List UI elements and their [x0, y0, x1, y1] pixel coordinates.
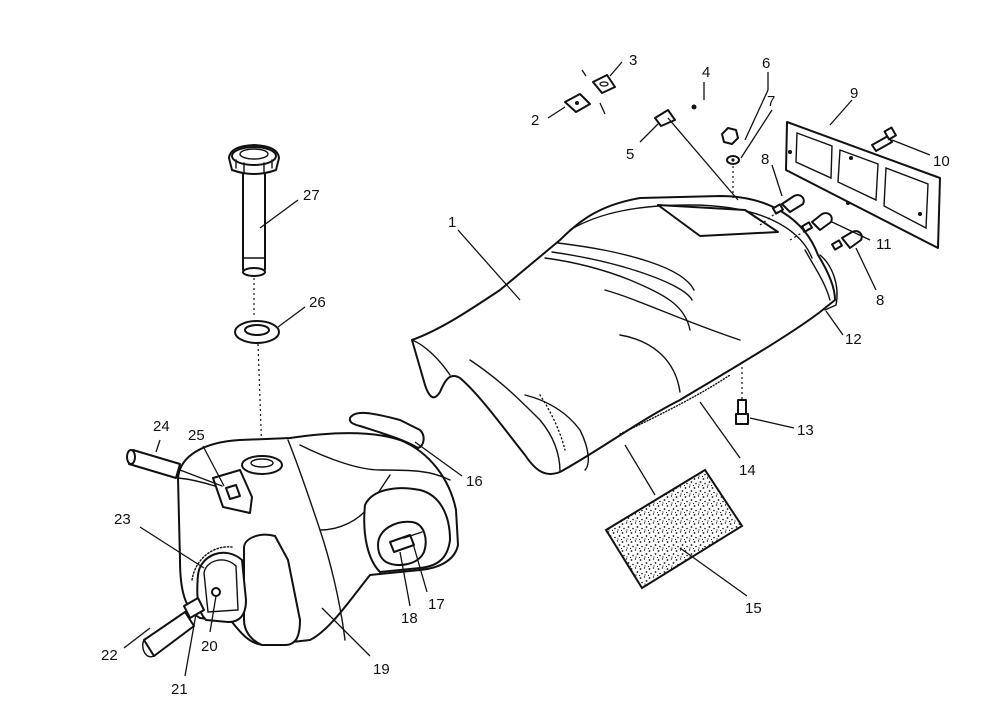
callout-15: 15	[745, 600, 762, 617]
callout-4: 4	[702, 64, 710, 81]
callout-2: 2	[531, 112, 539, 129]
callout-17: 17	[428, 596, 445, 613]
tank-strap	[348, 412, 425, 449]
callout-19: 19	[373, 661, 390, 678]
filler-grommet	[234, 320, 280, 344]
vent-hose	[126, 449, 223, 487]
callout-7: 7	[767, 93, 775, 110]
rivet-plate-3	[592, 74, 616, 94]
lens-screw	[871, 126, 897, 152]
callout-13: 13	[797, 422, 814, 439]
mounting-bolt	[735, 362, 749, 425]
bulb-upper	[772, 194, 805, 215]
fuel-gauge	[191, 546, 233, 581]
clip-5	[654, 109, 676, 127]
nut-6	[721, 127, 739, 145]
callout-6: 6	[762, 55, 770, 72]
callout-labels: 1 2 3 4 5 6 7 8 8 9 10 11 12 13 14 15 16…	[101, 52, 950, 698]
fuel-filler-neck	[228, 144, 280, 277]
callout-20: 20	[201, 638, 218, 655]
callout-12: 12	[845, 331, 862, 348]
foam-pad	[604, 468, 744, 590]
seat-base-edge	[819, 254, 838, 311]
callout-1: 1	[448, 214, 456, 231]
washer-7	[726, 155, 740, 165]
leader-lines	[123, 61, 931, 677]
callout-3: 3	[629, 52, 637, 69]
callout-8-upper: 8	[761, 151, 769, 168]
callout-8-lower: 8	[876, 292, 884, 309]
callout-24: 24	[153, 418, 170, 435]
bulb-middle	[801, 212, 833, 233]
callout-18: 18	[401, 610, 418, 627]
callout-22: 22	[101, 647, 118, 664]
callout-23: 23	[114, 511, 131, 528]
callout-9: 9	[850, 85, 858, 102]
rivet-plate-2	[564, 93, 591, 113]
fuel-line	[142, 611, 195, 658]
callout-26: 26	[309, 294, 326, 311]
callout-11: 11	[876, 236, 892, 253]
seat-assembly	[411, 195, 836, 475]
callout-5: 5	[626, 146, 634, 163]
callout-14: 14	[739, 462, 756, 479]
taillight-lens	[785, 121, 941, 249]
callout-25: 25	[188, 427, 205, 444]
screw-4	[691, 104, 697, 110]
tank-bracket	[212, 469, 253, 514]
callout-27: 27	[303, 187, 320, 204]
callout-10: 10	[933, 153, 950, 170]
outlet-fitting	[183, 587, 221, 619]
callout-16: 16	[466, 473, 483, 490]
callout-21: 21	[171, 681, 188, 698]
